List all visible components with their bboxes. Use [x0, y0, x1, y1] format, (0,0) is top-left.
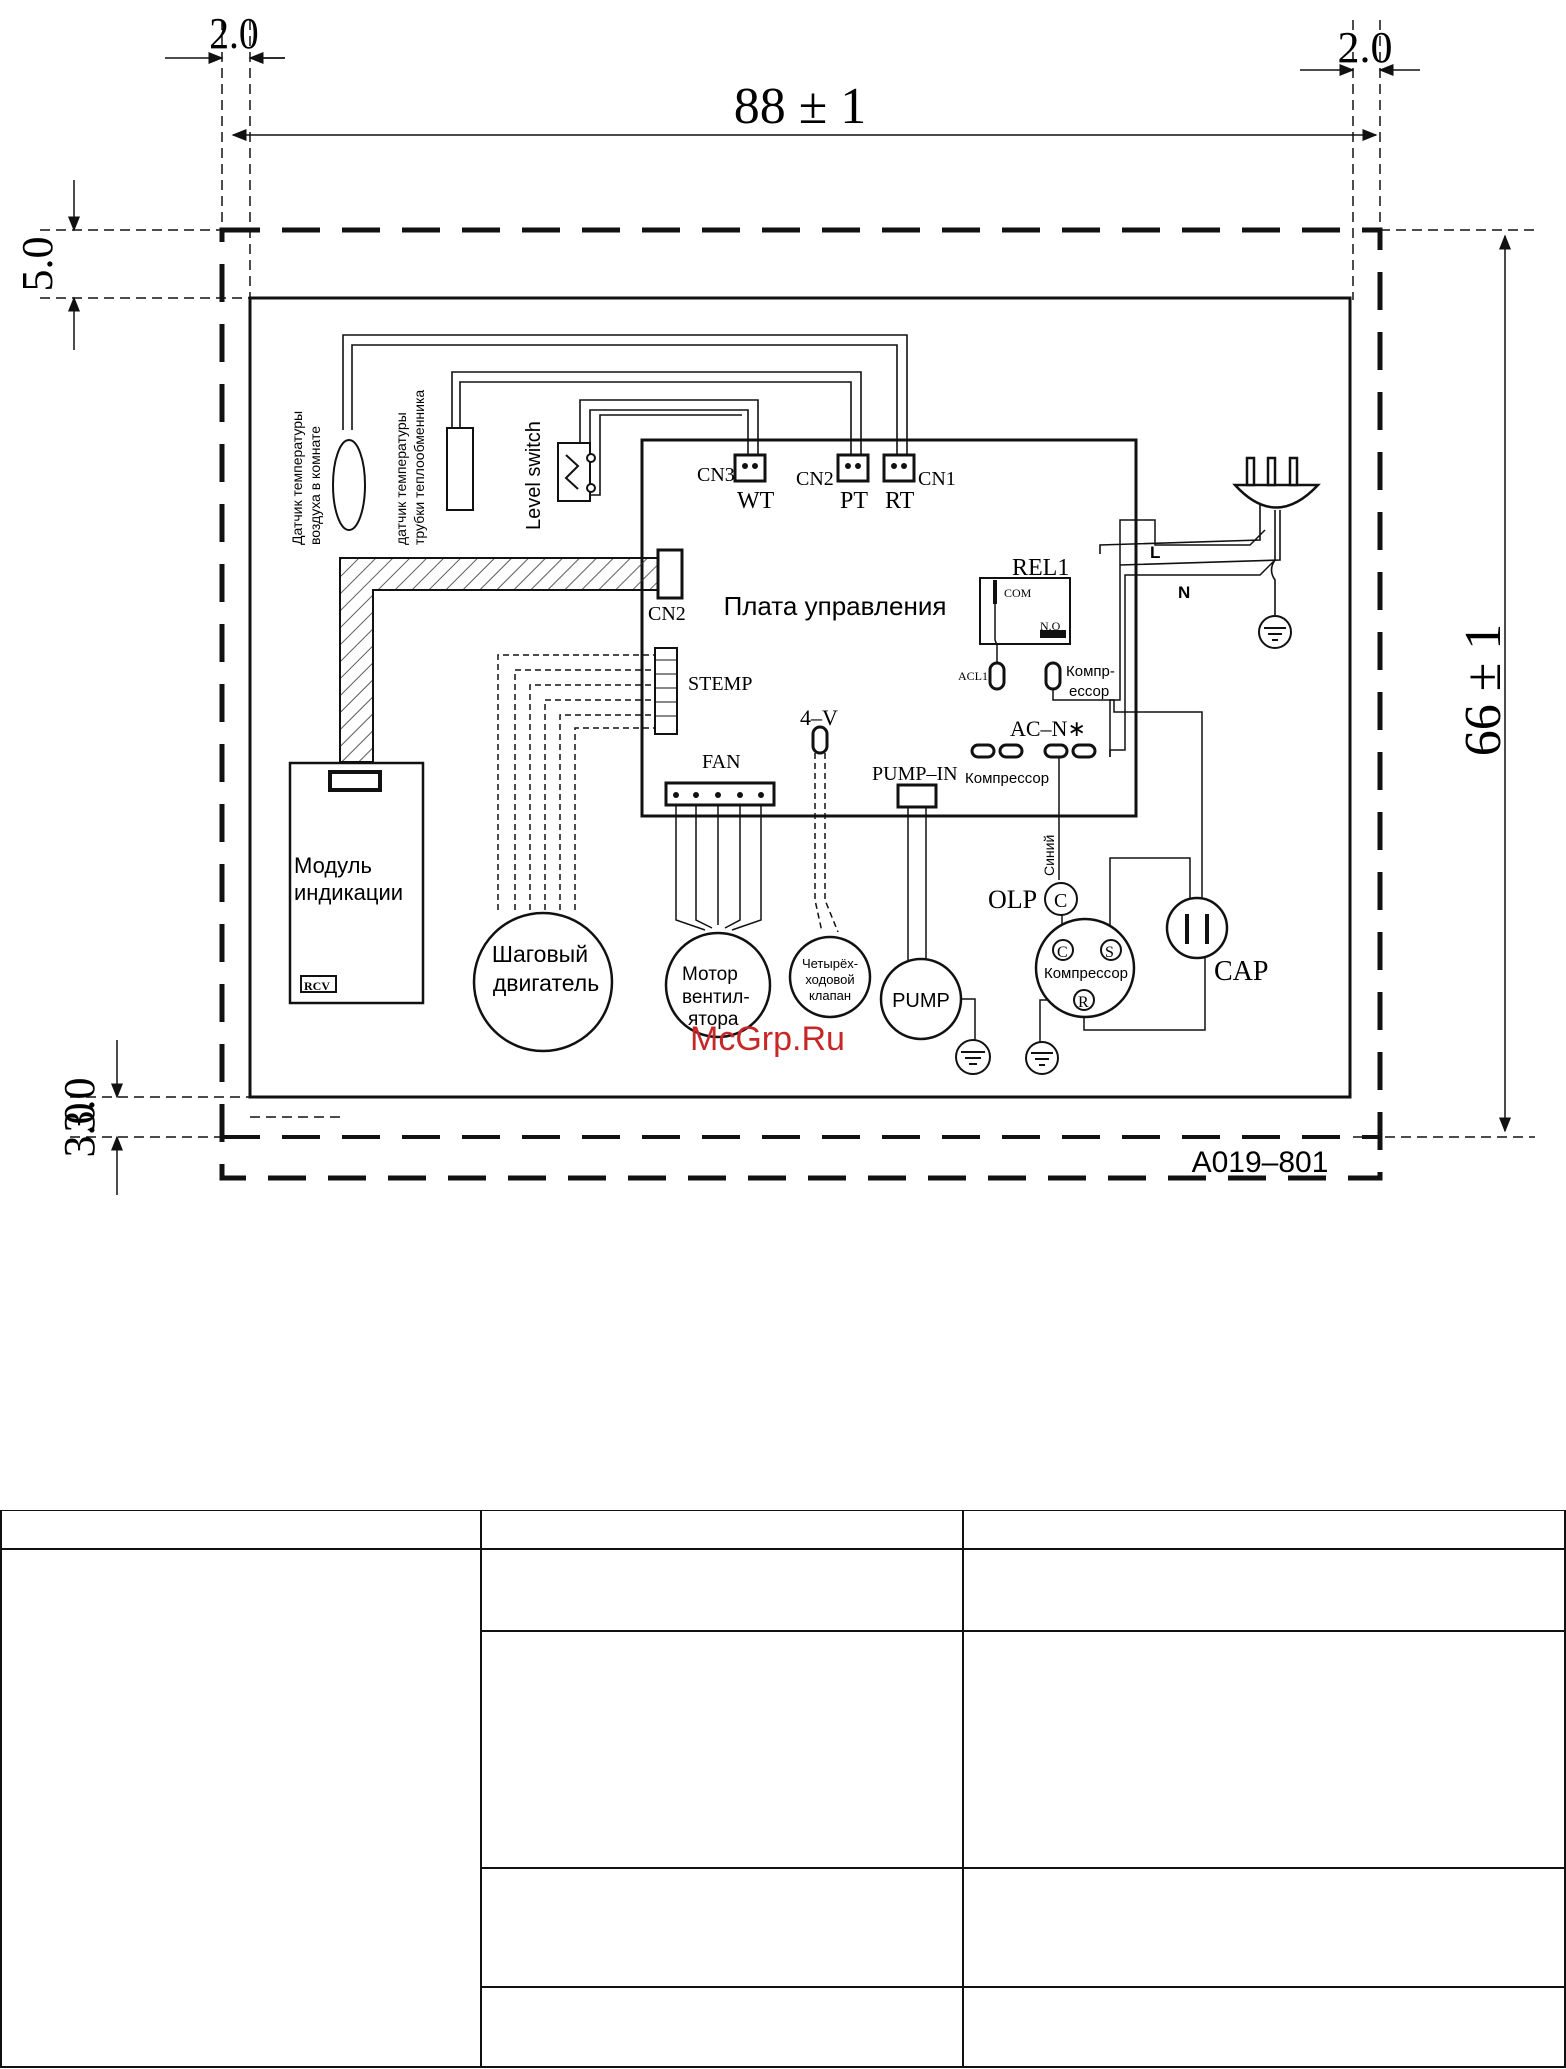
inner-board-frame	[248, 296, 1352, 1099]
label-rt: RT	[885, 488, 915, 514]
connector-cn1	[882, 453, 916, 483]
pump-wires	[907, 807, 927, 960]
connector-cn2-top	[836, 453, 870, 483]
label-blue-wire: Синий	[1041, 835, 1057, 876]
label-rel1: REL1	[1012, 555, 1069, 581]
fan-motor	[664, 931, 772, 1039]
label-cap: CAP	[1214, 956, 1268, 987]
label-comp-conn-2: ессор	[1069, 683, 1109, 700]
label-4v: 4–V	[800, 705, 838, 730]
label-ac-n: AC–N∗	[1010, 716, 1086, 741]
watermark: McGrp.Ru	[690, 1020, 845, 1058]
label-cn2-side: CN2	[648, 603, 686, 625]
label-stepper-1: Шаговый	[492, 941, 588, 967]
label-fan-motor-2: вентил-	[682, 987, 750, 1008]
label-cn1: CN1	[918, 468, 956, 490]
label-comp-bottom: Компрессор	[965, 770, 1049, 787]
label-room-air-1: Датчик температуры	[289, 411, 305, 545]
board-title: Плата управления	[724, 591, 947, 621]
ground-icon-mains	[1258, 615, 1292, 649]
ac-n-connectors	[970, 743, 1097, 759]
mains-plug	[1232, 456, 1321, 509]
label-comp-s: S	[1105, 944, 1114, 961]
label-display-tag: RCV	[304, 979, 330, 993]
label-fan-motor-1: Мотор	[682, 964, 738, 985]
stepper-wires	[497, 654, 655, 910]
ground-icon-compressor	[1025, 1041, 1059, 1075]
label-pump-in: PUMP–IN	[872, 763, 958, 785]
label-l: L	[1150, 543, 1160, 562]
label-pt: PT	[840, 488, 868, 514]
dim-height: 66 ± 1	[1455, 624, 1512, 757]
stepper-motor	[472, 911, 614, 1053]
label-valve-3: клапан	[809, 988, 851, 1003]
label-pump: PUMP	[892, 990, 950, 1012]
label-n: N	[1178, 583, 1190, 602]
label-room-air-2: воздуха в комнате	[307, 426, 323, 545]
olp	[1044, 882, 1078, 916]
label-olp-c: C	[1054, 890, 1067, 912]
valve-wires	[814, 753, 839, 933]
label-level-switch: Level switch	[523, 421, 545, 530]
label-compressor: Компрессор	[1044, 965, 1128, 982]
dim-top-right: 2.0	[1338, 23, 1393, 72]
label-stepper-2: двигатель	[493, 970, 599, 996]
connector-stemp	[654, 647, 678, 735]
connector-4v	[811, 725, 829, 755]
capacitor	[1165, 896, 1229, 960]
dimension-lines	[40, 20, 1535, 1195]
label-comp-r: R	[1078, 994, 1089, 1011]
level-switch	[557, 442, 591, 502]
outer-dashed-frame	[219, 227, 1383, 1181]
control-board	[640, 438, 1138, 818]
connector-pump-in	[896, 783, 938, 809]
four-way-valve	[788, 935, 872, 1019]
label-comp-c: C	[1057, 944, 1068, 961]
fan-wires	[675, 805, 762, 931]
display-module	[288, 761, 425, 1005]
mains-wires	[1099, 505, 1281, 615]
label-olp: OLP	[988, 885, 1037, 914]
label-pipe-2: трубки теплообменника	[411, 390, 427, 545]
empty-table	[0, 1510, 1566, 2068]
label-pipe-1: датчик температуры	[393, 412, 409, 545]
label-fan: FAN	[702, 751, 741, 773]
label-cn3: CN3	[697, 464, 735, 486]
pipe-sensor	[446, 427, 474, 511]
label-no: N.O	[1040, 619, 1061, 633]
connector-compressor	[1044, 661, 1062, 691]
drawing-number: A019–801	[1192, 1146, 1329, 1179]
label-fan-motor-3: ятора	[688, 1009, 739, 1030]
label-display-1: Модуль	[294, 853, 372, 878]
room-air-sensor	[332, 439, 366, 531]
label-valve-2: ходовой	[805, 972, 854, 987]
wiring-diagram: 2.0 2.0 88 ± 1 66 ± 1 5.0 3.0 3.0 A019–8…	[13, 10, 1535, 1195]
label-display-2: индикации	[294, 880, 403, 905]
ground-icon-pump	[955, 1039, 991, 1075]
relay-rel1	[979, 577, 1071, 645]
label-valve-1: Четырёх-	[802, 956, 858, 971]
dim-top-left: 2.0	[209, 10, 258, 58]
dim-left-bottom-1: 3.0	[55, 1078, 104, 1133]
label-wt: WT	[737, 488, 775, 514]
dim-left-bottom-2: 3.0	[55, 1103, 104, 1158]
label-acl1: ACL1	[958, 669, 988, 683]
sensor-wires	[342, 334, 908, 496]
label-stemp: STEMP	[688, 673, 752, 695]
connector-cn3	[733, 453, 767, 483]
label-com: COM	[1004, 586, 1032, 600]
connector-acl1	[988, 661, 1006, 691]
label-cn2-top: CN2	[796, 468, 834, 490]
label-comp-conn-1: Компр-	[1066, 663, 1115, 680]
display-cable	[339, 557, 659, 763]
dim-left-top: 5.0	[13, 237, 62, 292]
connector-cn2-side	[656, 548, 684, 600]
dim-width: 88 ± 1	[734, 78, 867, 135]
